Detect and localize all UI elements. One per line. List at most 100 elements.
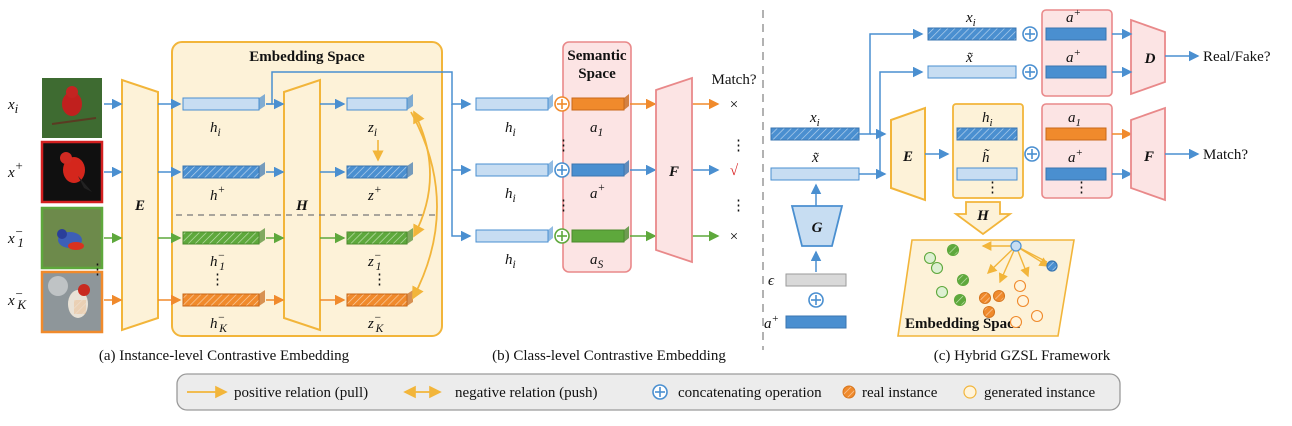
vertical-dots-a-1: ⋮ xyxy=(372,272,387,288)
c-vector-aplus xyxy=(1045,167,1107,181)
conn-xi-top xyxy=(859,28,924,135)
semantic-space-title-2: Space xyxy=(578,66,616,82)
top-a2-label: a+ xyxy=(1066,47,1081,66)
left-xtilde-label: x̃ xyxy=(811,150,819,166)
b-a-vector-1 xyxy=(571,163,625,177)
b-concat-icon-2 xyxy=(554,228,570,244)
classifier-f-label-c: F xyxy=(1143,149,1154,165)
noise-aplus-label: a+ xyxy=(764,313,779,332)
encoder-e-block xyxy=(121,78,159,332)
z-vector-side-xplus xyxy=(407,162,413,178)
b-h-vector-side-1 xyxy=(548,160,553,176)
match-label-c: Match? xyxy=(1203,147,1248,163)
semantic-space-title-1: Semantic xyxy=(567,48,627,64)
b-h-label-1: hi xyxy=(505,186,516,205)
encoder-e-block-c xyxy=(890,106,926,202)
input-label-xi: xi xyxy=(7,97,19,116)
b-concat-icon-1 xyxy=(554,162,570,178)
legend-generated-instance-icon xyxy=(963,385,977,399)
z-vector-x1neg xyxy=(346,231,408,245)
encoder-e-label: E xyxy=(134,198,145,214)
embedding-instance-green xyxy=(956,273,970,287)
h-vector-xplus xyxy=(182,165,260,179)
b-vertical-dots-1: ⋮ xyxy=(556,198,571,214)
b-result-dots-0: ⋮ xyxy=(731,138,746,154)
embedding-instance-orange xyxy=(1009,315,1023,329)
legend-negative: negative relation (push) xyxy=(455,385,597,401)
input-image-xi xyxy=(42,78,102,138)
top-xtilde-label: x̃ xyxy=(965,50,973,66)
panel-c-caption: (c) Hybrid GZSL Framework xyxy=(934,348,1111,364)
b-h-vector-1 xyxy=(475,163,549,177)
h-label-xplus: h+ xyxy=(210,184,225,204)
b-a-vector-side-2 xyxy=(624,226,629,242)
top-vector-a2 xyxy=(1045,65,1107,79)
h-vector-side-x1neg xyxy=(259,228,265,244)
real-fake-label: Real/Fake? xyxy=(1203,49,1271,65)
push-arrow-c xyxy=(986,245,1017,274)
embedding-space-panel-c xyxy=(897,239,1075,337)
embedding-instance-green xyxy=(935,285,949,299)
classifier-f-block-c xyxy=(1130,106,1166,202)
generator-g-block xyxy=(790,205,844,247)
legend-concat-icon xyxy=(652,384,668,400)
top-vector-xtilde xyxy=(927,65,1017,79)
c-concat-icon-top-2 xyxy=(1022,64,1038,80)
b-a-vector-side-1 xyxy=(624,160,629,176)
h-vector-xkneg xyxy=(182,293,260,307)
generator-g-label: G xyxy=(812,220,823,236)
input-image-xplus xyxy=(40,140,104,204)
h-vector-xi xyxy=(182,97,260,111)
legend-positive: positive relation (pull) xyxy=(234,385,368,401)
b-h-label-2: hi xyxy=(505,252,516,271)
c-h-dots: ⋮ xyxy=(985,180,1000,196)
input-image-x1neg xyxy=(40,206,104,270)
h-vector-side-xplus xyxy=(259,162,265,178)
embedding-space-label-c: Embedding Space xyxy=(905,316,1021,332)
b-a-vector-side-0 xyxy=(624,94,629,110)
panel-c: D Real/Fake? xi x̃ a+ a+ xi x̃ E hi xyxy=(764,7,1271,364)
c-a-dots: ⋮ xyxy=(1074,180,1089,196)
embedding-space-title: Embedding Space xyxy=(249,49,365,65)
b-a-label-2: aS xyxy=(590,252,604,271)
input-image-xkneg xyxy=(40,270,104,334)
skip-connection-hi xyxy=(266,71,472,110)
h-vector-x1neg xyxy=(182,231,260,245)
b-h-label-0: hi xyxy=(505,120,516,139)
left-xi-label: xi xyxy=(809,110,820,129)
embedding-anchor xyxy=(1010,240,1022,252)
z-vector-xkneg xyxy=(346,293,408,307)
discriminator-d-label: D xyxy=(1144,51,1156,67)
branch-line xyxy=(451,104,472,242)
legend: positive relation (pull) negative relati… xyxy=(176,373,1121,411)
embedding-instance-orange xyxy=(982,305,996,319)
z-label-xi: zi xyxy=(367,120,377,139)
b-h-vector-2 xyxy=(475,229,549,243)
match-label-b: Match? xyxy=(712,72,757,88)
z-vector-xplus xyxy=(346,165,408,179)
push-arc-zk xyxy=(410,111,438,300)
z-vector-side-x1neg xyxy=(407,228,413,244)
encoder-e-label-c: E xyxy=(902,149,913,165)
embedding-instance-green xyxy=(930,261,944,275)
embedding-instance-orange xyxy=(992,289,1006,303)
embedding-instance-orange xyxy=(978,291,992,305)
b-h-vector-side-2 xyxy=(548,226,553,242)
conn-xtilde-top xyxy=(859,66,924,175)
c-htilde-label: h̃ xyxy=(982,149,990,166)
b-result-0: × xyxy=(730,97,738,113)
legend-real: real instance xyxy=(862,385,938,401)
legend-generated: generated instance xyxy=(984,385,1096,401)
b-h-vector-side-0 xyxy=(548,94,553,110)
embedding-instance-orange xyxy=(1016,294,1030,308)
push-arrow-c xyxy=(998,245,1017,284)
left-vector-xtilde xyxy=(770,167,860,181)
b-a-label-1: a+ xyxy=(590,182,605,202)
z-vector-side-xkneg xyxy=(407,290,413,306)
b-a-vector-0 xyxy=(571,97,625,111)
c-concat-icon-noise xyxy=(808,292,824,308)
z-label-xplus: z+ xyxy=(367,184,382,204)
noise-aplus-vector xyxy=(785,315,847,329)
